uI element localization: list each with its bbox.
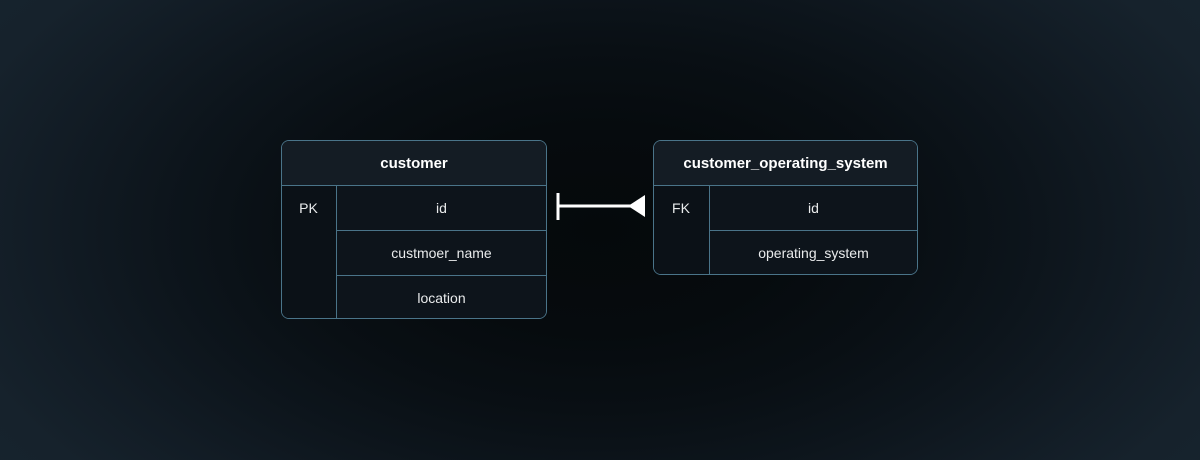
entity-title-customer: customer: [282, 141, 546, 186]
key-column-customer: PK: [282, 186, 337, 318]
key-badge-fk: FK: [672, 200, 690, 216]
field-name-id: id: [808, 200, 819, 216]
entity-body-customer: PK id custmoer_name location: [282, 186, 546, 318]
entity-body-customer-operating-system: FK id operating_system: [654, 186, 917, 274]
cardinality-many-arrow-icon: [628, 195, 645, 217]
entity-customer[interactable]: customer PK id custmoer_name location: [281, 140, 547, 319]
field-name-operating-system: operating_system: [758, 245, 869, 261]
diagram-type-label: entity-relationship-diagram: [0, 0, 1, 1]
entity-customer-operating-system[interactable]: customer_operating_system FK id operatin…: [653, 140, 918, 275]
field-name-location: location: [417, 290, 466, 306]
field-name-id: id: [436, 200, 447, 216]
field-name-custmoer-name: custmoer_name: [391, 245, 492, 261]
key-badge-pk: PK: [299, 200, 318, 216]
key-column-customer-operating-system: FK: [654, 186, 710, 274]
entity-title-customer-operating-system: customer_operating_system: [654, 141, 917, 186]
